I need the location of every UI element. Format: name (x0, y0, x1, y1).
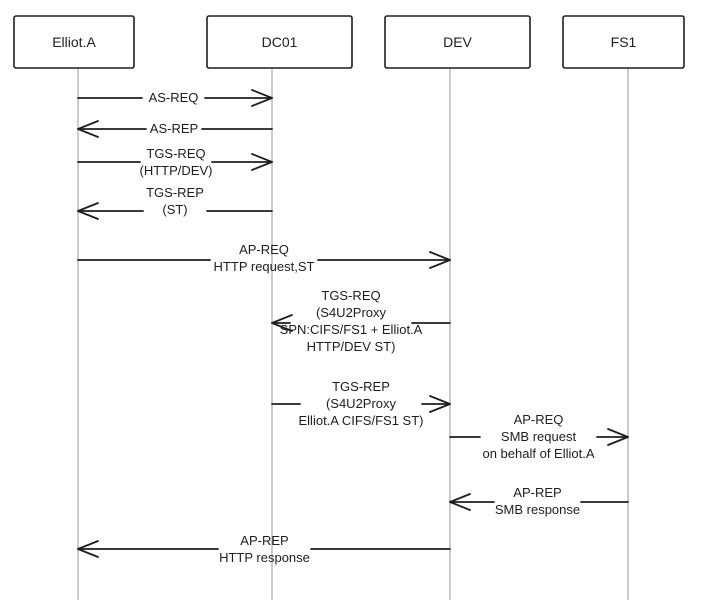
message-label: TGS-REP (332, 379, 390, 394)
message-8: AP-REP SMB response (449, 485, 629, 517)
message-label: on behalf of Elliot.A (482, 446, 594, 461)
message-4: AP-REQ HTTP request,ST (77, 242, 451, 274)
arrow-head (251, 153, 273, 171)
arrow-head (449, 493, 471, 511)
message-label: SMB response (495, 502, 580, 517)
arrow-head (271, 314, 293, 332)
message-label: (ST) (162, 202, 187, 217)
participant-elliot: Elliot.A (13, 15, 135, 69)
message-label: (S4U2Proxy (316, 305, 387, 320)
message-label: AP-REP (513, 485, 561, 500)
participant-box (206, 15, 353, 69)
arrow-head (77, 540, 99, 558)
participant-box (384, 15, 531, 69)
arrow-head (429, 251, 451, 269)
message-1: AS-REP (77, 120, 273, 138)
message-label: TGS-REQ (146, 146, 205, 161)
message-label: AP-REQ (239, 242, 289, 257)
message-label: SMB request (501, 429, 577, 444)
message-label: AS-REP (150, 121, 198, 136)
participant-label: FS1 (611, 34, 637, 50)
participant-label: Elliot.A (52, 34, 96, 50)
message-label: Elliot.A CIFS/FS1 ST) (299, 413, 424, 428)
message-label: AS-REQ (149, 90, 199, 105)
participant-dev: DEV (384, 15, 531, 69)
message-9: AP-REP HTTP response (77, 533, 451, 565)
message-label: HTTP request,ST (214, 259, 315, 274)
arrow-head (607, 428, 629, 446)
message-0: AS-REQ (77, 89, 273, 107)
message-label: HTTP/DEV ST) (307, 339, 396, 354)
participant-box (562, 15, 685, 69)
message-7: AP-REQ SMB request on behalf of Elliot.A (449, 412, 629, 461)
message-label: TGS-REQ (321, 288, 380, 303)
participant-box (13, 15, 135, 69)
message-label: AP-REQ (514, 412, 564, 427)
participant-dc01: DC01 (206, 15, 353, 69)
message-label: HTTP response (219, 550, 310, 565)
participant-label: DEV (443, 34, 472, 50)
message-3: TGS-REP (ST) (77, 185, 273, 220)
message-label: (S4U2Proxy (326, 396, 397, 411)
arrow-head (77, 202, 99, 220)
participant-label: DC01 (262, 34, 298, 50)
arrow-head (251, 89, 273, 107)
message-label: SPN:CIFS/FS1 + Elliot.A (280, 322, 423, 337)
arrow-head (429, 395, 451, 413)
message-label: (HTTP/DEV) (140, 163, 213, 178)
message-label: TGS-REP (146, 185, 204, 200)
participant-fs1: FS1 (562, 15, 685, 69)
arrow-head (77, 120, 99, 138)
message-label: AP-REP (240, 533, 288, 548)
message-2: TGS-REQ (HTTP/DEV) (77, 146, 273, 178)
